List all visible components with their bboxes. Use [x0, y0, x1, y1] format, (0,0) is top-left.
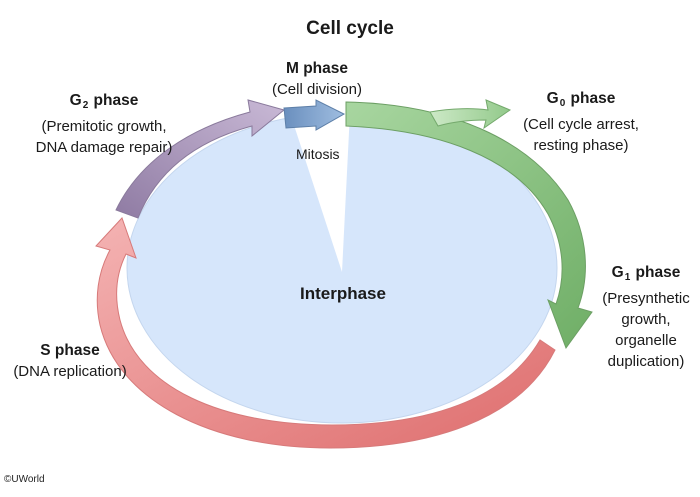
- diagram-title: Cell cycle: [306, 18, 394, 39]
- g2-phase-title: G2 phase: [69, 92, 139, 111]
- g1-phase-label: G1 phase (Presynthetic growth, organelle…: [596, 262, 696, 372]
- s-phase-label: S phase (DNA replication): [4, 340, 136, 382]
- mitosis-wedge: [290, 112, 350, 272]
- g1-phase-desc-3: organelle: [615, 332, 677, 349]
- copyright-text: ©UWorld: [4, 474, 45, 485]
- g2-phase-desc-2: DNA damage repair): [35, 139, 173, 156]
- m-phase-title: M phase: [285, 60, 348, 77]
- g1-phase-desc-1: (Presynthetic: [602, 290, 690, 307]
- g0-phase-label: G0 phase (Cell cycle arrest, resting pha…: [508, 88, 654, 156]
- g1-phase-desc-2: growth,: [621, 311, 671, 328]
- g2-phase-label: G2 phase (Premitotic growth, DNA damage …: [18, 90, 190, 158]
- g2-phase-desc-1: (Premitotic growth,: [41, 118, 167, 135]
- s-phase-arrow: [95, 217, 556, 449]
- g0-phase-desc-1: (Cell cycle arrest,: [523, 116, 639, 133]
- g0-phase-desc-2: resting phase): [533, 137, 629, 154]
- interphase-label: Interphase: [300, 284, 386, 303]
- s-phase-desc: (DNA replication): [13, 363, 127, 380]
- g0-phase-title: G0 phase: [546, 90, 616, 109]
- g1-phase-desc-4: duplication): [607, 353, 685, 370]
- g0-phase-arrow: [429, 99, 512, 130]
- m-phase-arrow: [283, 99, 346, 131]
- g1-phase-title: G1 phase: [611, 264, 681, 283]
- m-phase-label: M phase (Cell division): [252, 58, 382, 100]
- m-phase-desc: (Cell division): [271, 81, 363, 98]
- mitosis-label: Mitosis: [296, 146, 340, 162]
- s-phase-title: S phase: [40, 342, 100, 359]
- g1-phase-arrow: [345, 101, 593, 350]
